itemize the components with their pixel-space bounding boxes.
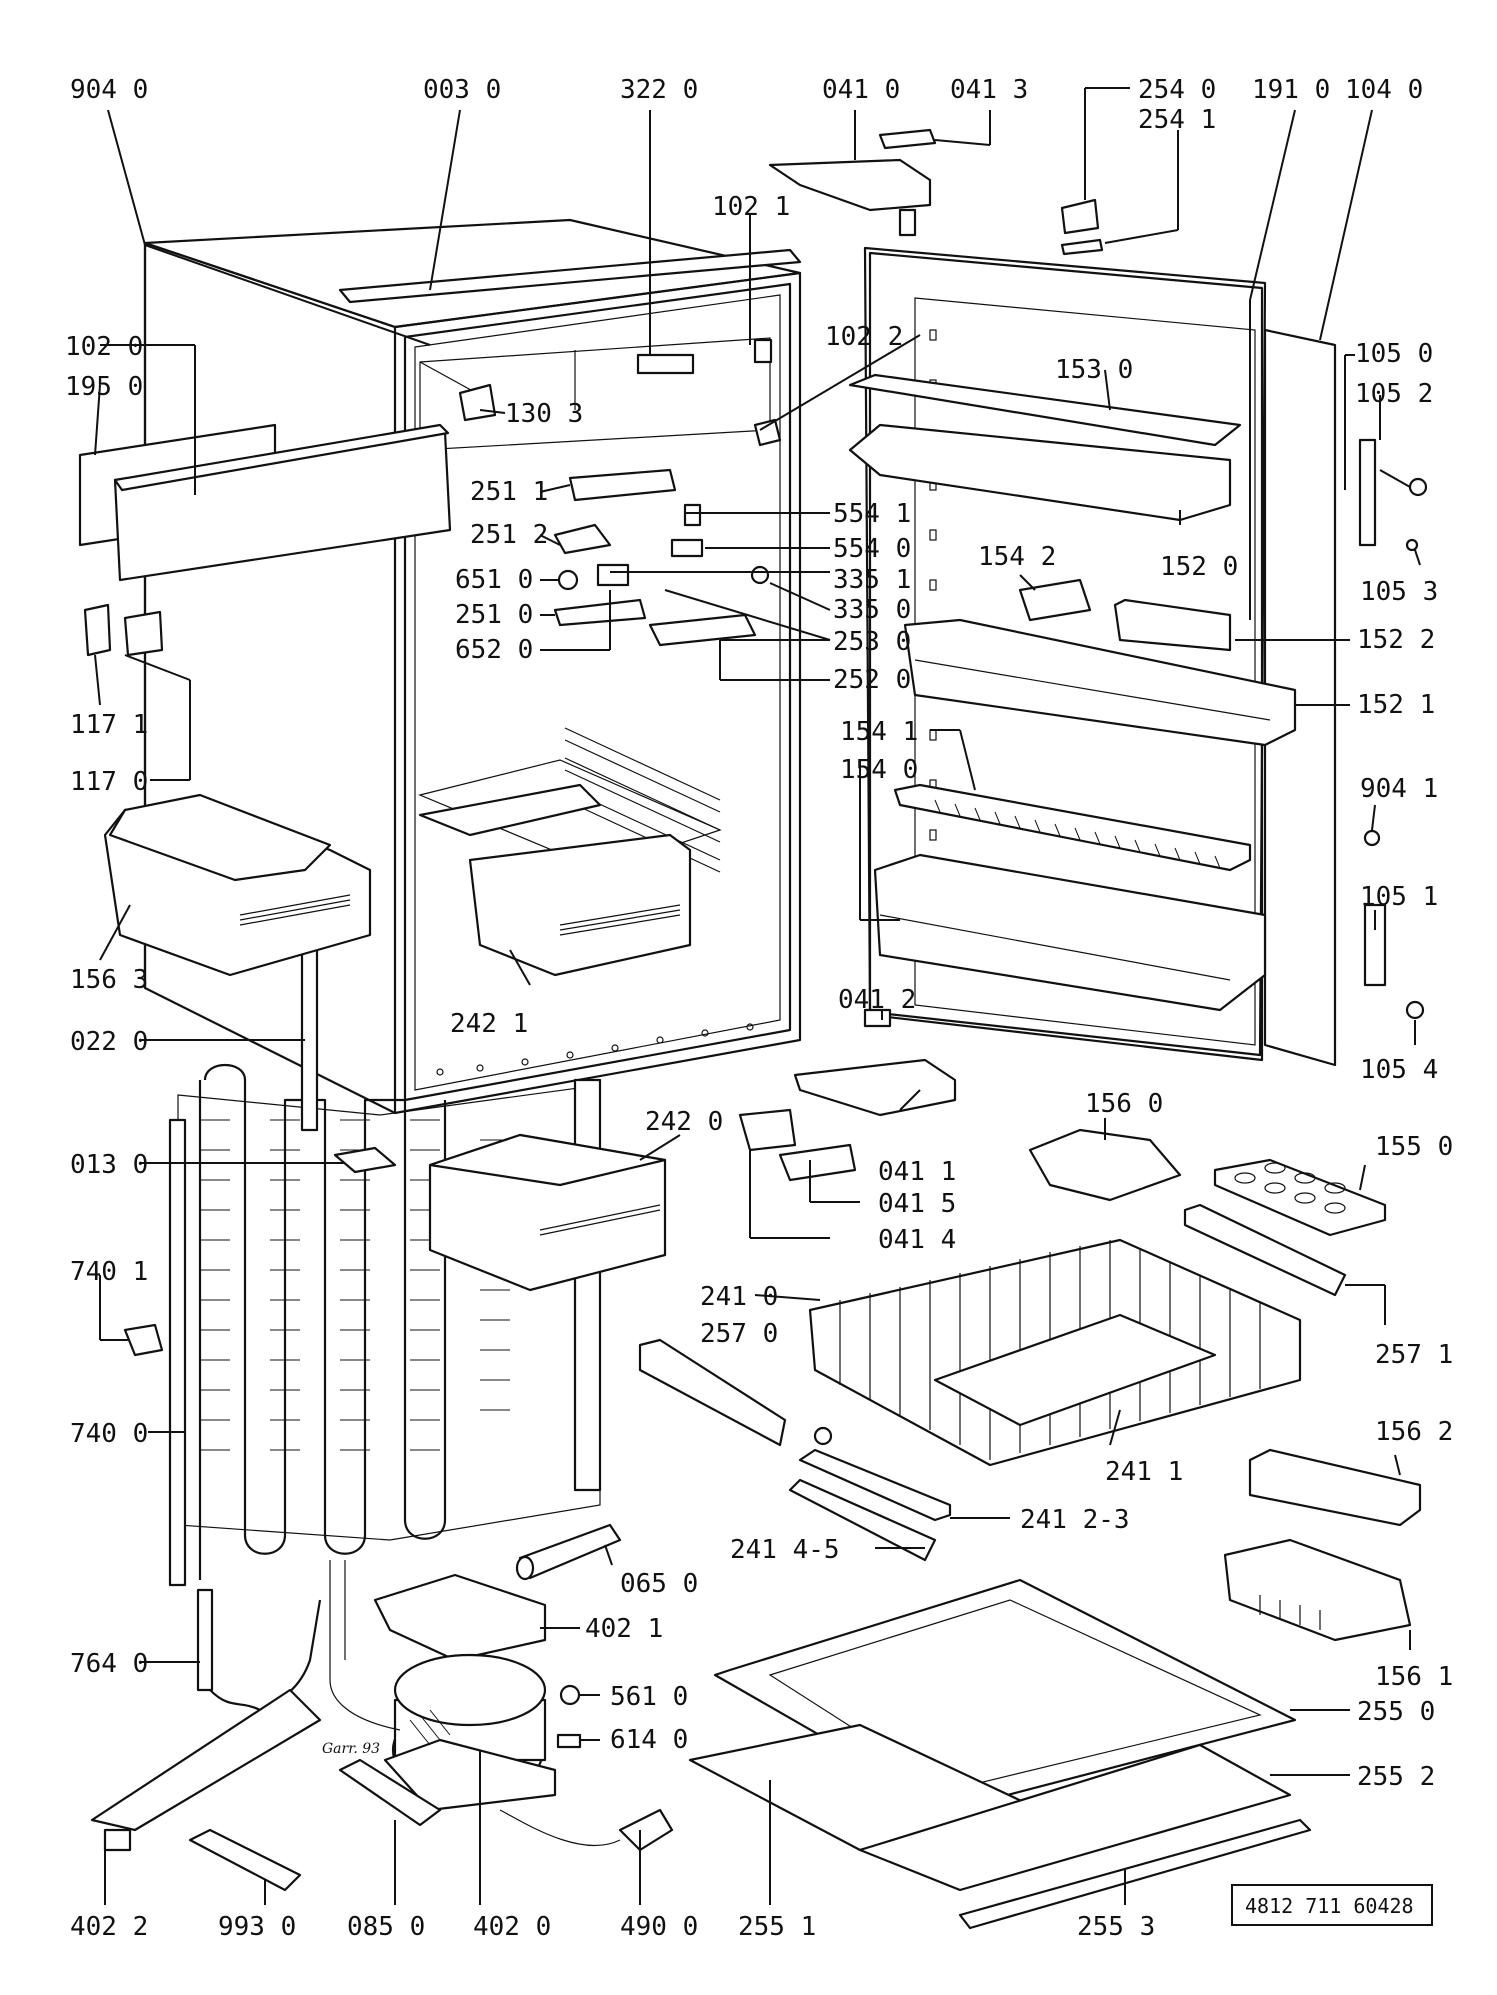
label-554-0: 554 0 (833, 534, 911, 564)
label-652-0: 652 0 (455, 635, 533, 665)
label-490-0: 490 0 (620, 1912, 698, 1942)
label-105-0: 105 0 (1355, 339, 1433, 369)
label-255-0: 255 0 (1357, 1697, 1435, 1727)
label-155-0: 155 0 (1375, 1132, 1453, 1162)
label-085-0: 085 0 (347, 1912, 425, 1942)
label-152-1: 152 1 (1357, 690, 1435, 720)
label-242-1: 242 1 (450, 1009, 528, 1039)
lower-hinge (738, 1008, 957, 1182)
label-251-1: 251 1 (470, 477, 548, 507)
label-241-2-3: 241 2-3 (1020, 1505, 1130, 1535)
label-335-0: 335 0 (833, 595, 911, 625)
label-117-1: 117 1 (70, 710, 148, 740)
part-labels: 904 0 003 0 322 0 041 0 041 3 254 0 254 … (65, 75, 1453, 1942)
label-152-0: 152 0 (1160, 552, 1238, 582)
label-255-2: 255 2 (1357, 1762, 1435, 1792)
label-013-0: 013 0 (70, 1150, 148, 1180)
label-154-0: 154 0 (840, 755, 918, 785)
label-041-5: 041 5 (878, 1189, 956, 1219)
label-740-1: 740 1 (70, 1257, 148, 1287)
label-105-3: 105 3 (1360, 577, 1438, 607)
label-651-0: 651 0 (455, 565, 533, 595)
label-257-0: 257 0 (700, 1319, 778, 1349)
label-241-1: 241 1 (1105, 1457, 1183, 1487)
leader-lines (94, 87, 1421, 1905)
label-156-1: 156 1 (1375, 1662, 1453, 1692)
label-022-0: 022 0 (70, 1027, 148, 1057)
label-041-1: 041 1 (878, 1157, 956, 1187)
label-764-0: 764 0 (70, 1649, 148, 1679)
label-156-2: 156 2 (1375, 1417, 1453, 1447)
label-402-0: 402 0 (473, 1912, 551, 1942)
label-156-0: 156 0 (1085, 1089, 1163, 1119)
label-105-2: 105 2 (1355, 379, 1433, 409)
label-241-4-5: 241 4-5 (730, 1535, 840, 1565)
signature: Garr. 93 (322, 1741, 380, 1757)
label-242-0: 242 0 (645, 1107, 723, 1137)
label-740-0: 740 0 (70, 1419, 148, 1449)
label-154-1: 154 1 (840, 717, 918, 747)
label-322-0: 322 0 (620, 75, 698, 105)
label-402-1: 402 1 (585, 1614, 663, 1644)
label-904-0: 904 0 (70, 75, 148, 105)
label-152-2: 152 2 (1357, 625, 1435, 655)
label-102-1: 102 1 (712, 192, 790, 222)
label-402-2: 402 2 (70, 1912, 148, 1942)
door (848, 198, 1428, 1067)
label-254-1: 254 1 (1138, 105, 1216, 135)
label-251-2: 251 2 (470, 520, 548, 550)
label-254-0: 254 0 (1138, 75, 1216, 105)
label-554-1: 554 1 (833, 499, 911, 529)
label-105-1: 105 1 (1360, 882, 1438, 912)
label-993-0: 993 0 (218, 1912, 296, 1942)
label-614-0: 614 0 (610, 1725, 688, 1755)
label-253-0: 253 0 (833, 627, 911, 657)
label-104-0: 104 0 (1345, 75, 1423, 105)
label-153-0: 153 0 (1055, 355, 1133, 385)
label-191-0: 191 0 (1252, 75, 1330, 105)
top-hinge (768, 128, 937, 237)
label-065-0: 065 0 (620, 1569, 698, 1599)
label-255-1: 255 1 (738, 1912, 816, 1942)
label-154-2: 154 2 (978, 542, 1056, 572)
left-parts (78, 423, 452, 1357)
doc-number: 4812 711 60428 (1245, 1894, 1414, 1918)
label-041-0: 041 0 (822, 75, 900, 105)
label-257-1: 257 1 (1375, 1340, 1453, 1370)
label-105-4: 105 4 (1360, 1055, 1438, 1085)
label-156-3: 156 3 (70, 965, 148, 995)
label-561-0: 561 0 (610, 1682, 688, 1712)
label-117-0: 117 0 (70, 767, 148, 797)
label-241-0: 241 0 (700, 1282, 778, 1312)
label-904-1: 904 1 (1360, 774, 1438, 804)
label-102-0: 102 0 (65, 332, 143, 362)
label-335-1: 335 1 (833, 565, 911, 595)
label-130-3: 130 3 (505, 399, 583, 429)
label-102-2: 102 2 (825, 322, 903, 352)
label-251-0: 251 0 (455, 600, 533, 630)
label-003-0: 003 0 (423, 75, 501, 105)
label-041-2: 041 2 (838, 985, 916, 1015)
label-041-4: 041 4 (878, 1225, 956, 1255)
doc-number-box (1231, 1884, 1433, 1926)
thermostat-parts (458, 338, 782, 647)
bottom-parts (90, 1128, 1422, 1930)
label-195-0: 195 0 (65, 372, 143, 402)
label-252-0: 252 0 (833, 665, 911, 695)
label-255-3: 255 3 (1077, 1912, 1155, 1942)
label-041-3: 041 3 (950, 75, 1028, 105)
cabinet (143, 218, 802, 1115)
